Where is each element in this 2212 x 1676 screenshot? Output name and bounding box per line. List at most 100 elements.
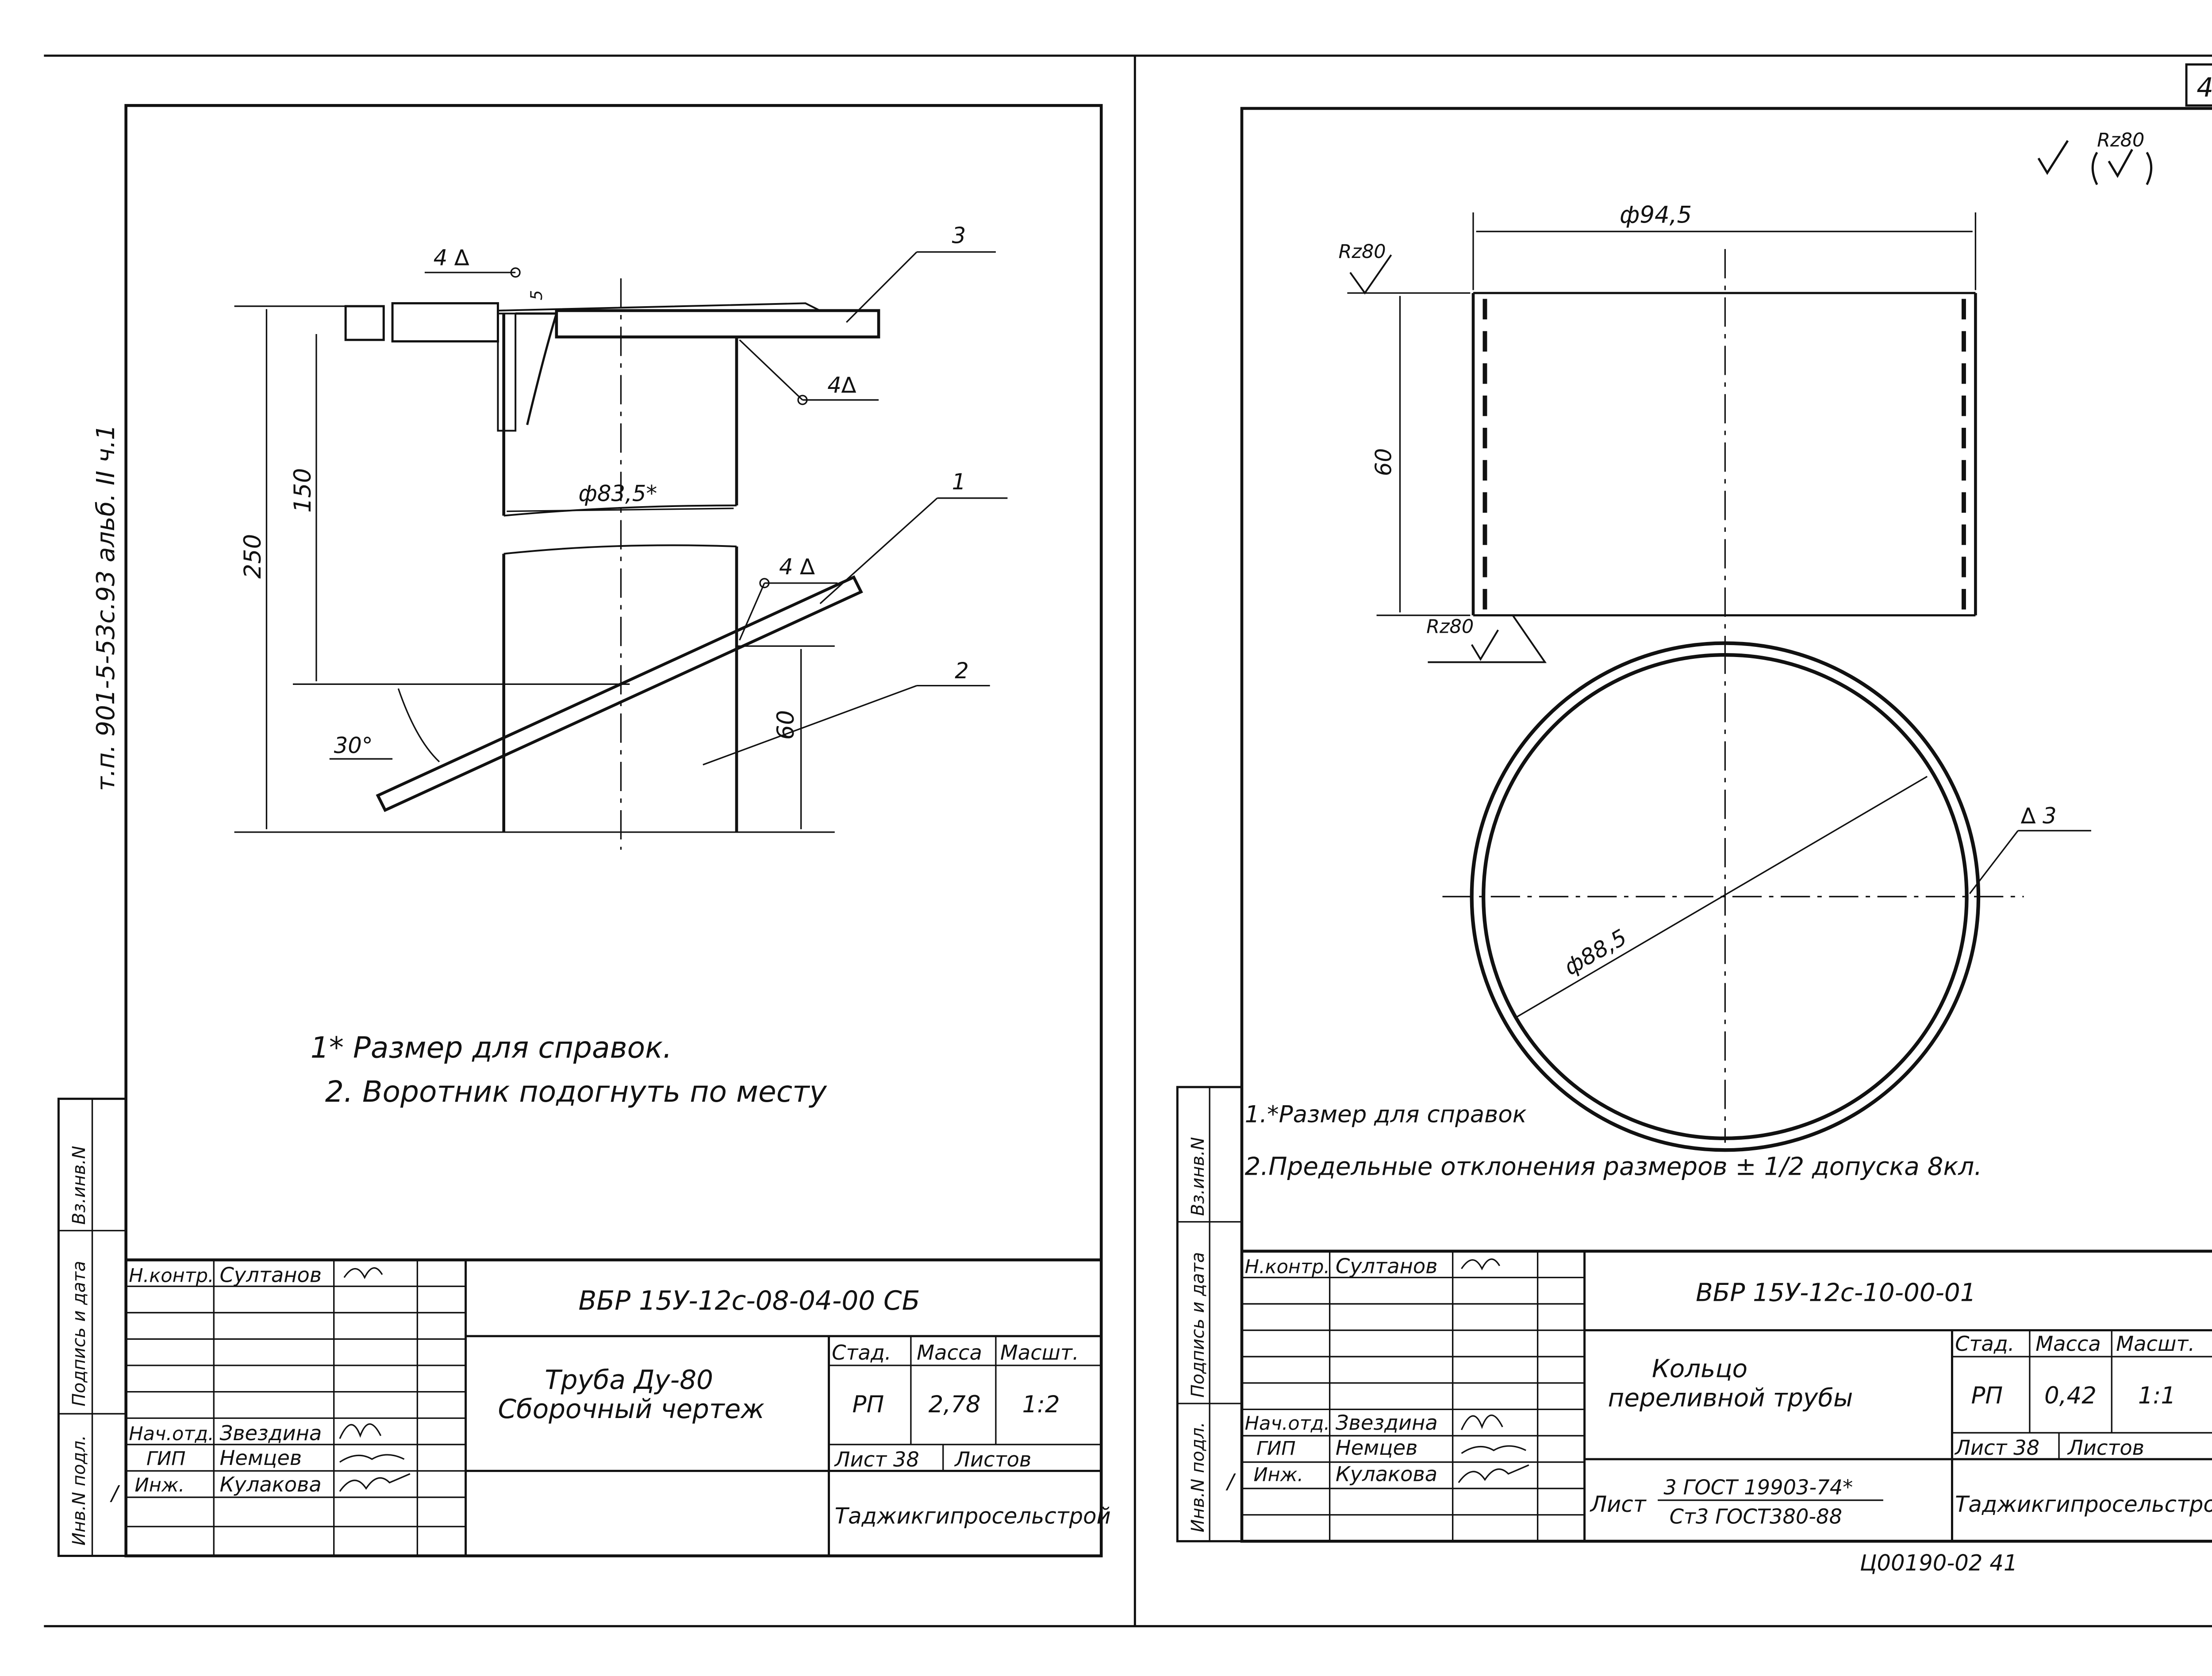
ring-plan-view: ф88,5 ∆ 3 <box>1442 641 2091 1152</box>
right-sheet-num: Лист 38 <box>1954 1436 2039 1460</box>
right-stage: РП <box>1971 1382 2003 1409</box>
angle-arc <box>397 688 440 763</box>
right-role-nkontr: Н.контр. <box>1245 1256 1330 1278</box>
collar-edge <box>498 302 821 311</box>
collar-left-end <box>344 305 385 341</box>
left-signature-1 <box>343 1267 383 1280</box>
weld-b-leader <box>739 339 803 401</box>
right-stamp-mark: / <box>1225 1469 1236 1493</box>
bottom-code: Ц00190-02 41 <box>1860 1550 2018 1576</box>
left-title-block: Н.контр. Султанов Нач.отд. Звездина ГИП … <box>110 1258 1111 1556</box>
dim-885-line <box>1517 776 1928 1018</box>
left-role-inzh: Инж. <box>135 1474 185 1496</box>
right-sheet: Rz80 ф94,5 60 Rz80 Rz80 <box>1176 107 2212 1543</box>
right-designation: ВБР 15У-12с-10-00-01 <box>1696 1278 1976 1307</box>
right-side-strip: Инв.N подл. Подпись и дата Вз.инв.N <box>1176 1086 1243 1542</box>
right-signature-1 <box>1461 1258 1501 1271</box>
side-code: т.п. 901-5-53с.93 альб. II ч.1 <box>92 424 120 791</box>
left-scale: 1:2 <box>1022 1391 1060 1418</box>
dim-60-right: 60 <box>1371 448 1397 476</box>
left-name-nachotd: Звездина <box>220 1421 322 1445</box>
dim-885: ф88,5 <box>1560 924 1632 980</box>
roughness-check-bracket <box>2091 149 2152 185</box>
right-material-top: 3 ГОСТ 19903-74* <box>1663 1475 1853 1499</box>
break-line-top <box>503 504 737 517</box>
dim-60: 60 <box>772 710 799 740</box>
leader-2-line <box>703 685 917 765</box>
left-org: Таджикгипросельстрой <box>835 1503 1111 1529</box>
left-stage: РП <box>853 1391 884 1418</box>
right-mass: 0,42 <box>2044 1382 2097 1409</box>
right-material-prefix: Лист <box>1590 1491 1647 1517</box>
left-designation: ВБР 15У-12с-08-04-00 СБ <box>579 1286 920 1316</box>
leader-3-line <box>846 251 918 323</box>
leader-2: 2 <box>955 658 969 684</box>
right-role-inzh: Инж. <box>1254 1464 1304 1486</box>
left-name-nkontr: Султанов <box>220 1263 322 1287</box>
right-signature-3 <box>1461 1445 1526 1454</box>
left-sheets: Листов <box>954 1447 1031 1471</box>
leader-3: 3 <box>952 223 966 249</box>
diam-line <box>507 507 734 512</box>
left-mass: 2,78 <box>929 1391 981 1418</box>
left-side-label-vz: Вз.инв.N <box>69 1146 89 1225</box>
left-role-nkontr: Н.контр. <box>129 1265 214 1287</box>
right-role-gip: ГИП <box>1256 1438 1295 1460</box>
pipe-assembly-view: 250 150 60 ф83,5* 30° 4 ∆ 5 4∆ <box>234 223 1008 850</box>
page-number-box <box>2185 63 2212 107</box>
left-sheet-num: Лист 38 <box>834 1447 919 1471</box>
left-note-1: 1* Размер для справок. <box>311 1031 672 1065</box>
weld-b-circle <box>797 395 808 405</box>
dim-150: 150 <box>289 468 316 513</box>
left-role-gip: ГИП <box>146 1448 185 1470</box>
right-hdr-stage: Стад. <box>1955 1332 2014 1356</box>
roughness-mark-top <box>2037 140 2069 175</box>
left-stamp-mark: / <box>110 1481 120 1505</box>
right-frame <box>1240 107 2212 1543</box>
right-signature-2 <box>1461 1414 1503 1430</box>
right-material-bottom: Ст3 ГОСТ380-88 <box>1670 1505 1843 1529</box>
dim-angle: 30° <box>334 733 373 758</box>
left-signature-3 <box>339 1454 405 1463</box>
left-side-label-sign: Подпись и дата <box>69 1261 89 1407</box>
dim-gap: ∆ 3 <box>2020 803 2057 829</box>
right-scale: 1:1 <box>2138 1382 2176 1409</box>
right-name-nachotd: Звездина <box>1336 1411 1438 1435</box>
rz-bottom: Rz80 <box>1426 615 1474 638</box>
right-note-2: 2.Предельные отклонения размеров ± 1/2 д… <box>1245 1153 1982 1181</box>
left-sheet: 250 150 60 ф83,5* 30° 4 ∆ 5 4∆ <box>57 104 1111 1557</box>
weld-a: 4 ∆ <box>434 245 469 270</box>
left-signature-4 <box>339 1473 411 1492</box>
right-title-2: переливной трубы <box>1608 1384 1853 1413</box>
dim-250: 250 <box>239 534 266 579</box>
right-name-nkontr: Султанов <box>1336 1254 1438 1278</box>
right-name-gip: Немцев <box>1336 1436 1418 1460</box>
page-number: 40 <box>2197 73 2212 104</box>
right-side-label-sign: Подпись и дата <box>1188 1252 1208 1398</box>
weld-a-circle <box>510 267 521 278</box>
dim-945: ф94,5 <box>1620 201 1692 228</box>
right-hdr-scale: Масшт. <box>2116 1332 2195 1356</box>
left-hdr-stage: Стад. <box>832 1341 891 1365</box>
right-note-1: 1.*Размер для справок <box>1245 1101 1527 1128</box>
left-frame <box>124 104 1103 1557</box>
left-hdr-mass: Масса <box>917 1341 982 1365</box>
slanted-bar <box>376 575 863 812</box>
right-side-label-inv: Инв.N подл. <box>1188 1422 1208 1533</box>
right-role-nachotd: Нач.отд. <box>1245 1413 1330 1435</box>
rz-top: Rz80 <box>1338 241 1386 263</box>
right-title-block: Н.контр. Султанов Нач.отд. Звездина ГИП … <box>1225 1249 2212 1541</box>
break-line-bottom <box>503 544 737 555</box>
collar-bend <box>515 312 558 425</box>
right-org: Таджикгипросельстрой <box>1955 1491 2212 1517</box>
left-name-gip: Немцев <box>220 1446 302 1470</box>
left-title-1: Труба Ду-80 <box>545 1365 713 1395</box>
right-title-1: Кольцо <box>1652 1355 1747 1384</box>
left-hdr-scale: Масшт. <box>1000 1341 1079 1365</box>
collar-block <box>391 302 499 342</box>
ring-side-view: ф94,5 60 Rz80 Rz80 <box>1338 201 1977 663</box>
dim-small: 5 <box>527 290 546 300</box>
right-signature-4 <box>1458 1464 1529 1483</box>
leader-1: 1 <box>952 469 966 495</box>
